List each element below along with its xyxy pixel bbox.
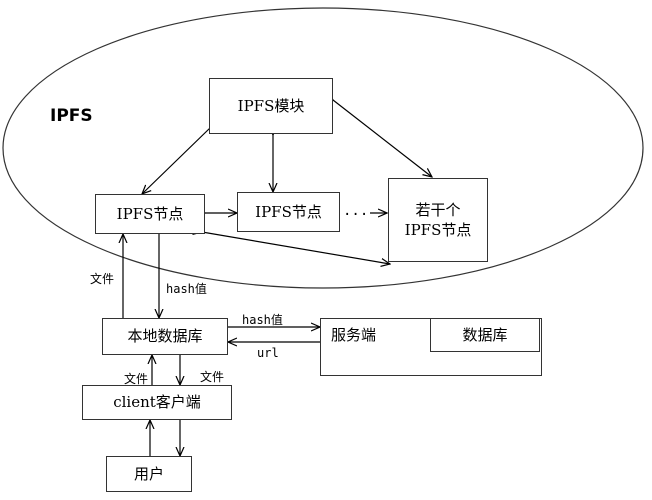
ipfs-node-mid-box: IPFS节点	[237, 192, 340, 232]
edge-module-left-node	[142, 128, 210, 194]
edge-left-multi-nodes	[202, 232, 390, 264]
server-label: 服务端	[331, 326, 377, 344]
database-box: 数据库	[430, 318, 540, 352]
ellipsis-label: ...	[343, 203, 369, 219]
user-box: 用户	[106, 456, 192, 492]
ipfs-region-label: IPFS	[50, 106, 93, 126]
ipfs-nodes-multi-line2: IPFS节点	[404, 221, 472, 239]
edge-label-hash-down: hash值	[166, 282, 207, 296]
ipfs-nodes-multi-line1: 若干个	[415, 200, 461, 219]
ipfs-nodes-multi-box: 若干个 IPFS节点	[388, 178, 488, 262]
edge-label-file-up: 文件	[90, 272, 115, 286]
edge-label-url-back: url	[257, 346, 279, 360]
client-box: client客户端	[82, 385, 232, 420]
edge-module-multi-nodes	[333, 100, 432, 177]
ipfs-network-ellipse	[2, 7, 644, 289]
edge-label-hash-to-server: hash值	[242, 313, 283, 327]
ipfs-module-box: IPFS模块	[209, 78, 333, 134]
local-database-box: 本地数据库	[102, 318, 228, 355]
edge-label-file-client-down: 文件	[200, 370, 225, 384]
ipfs-node-left-box: IPFS节点	[95, 194, 205, 234]
edge-label-file-client-up: 文件	[124, 372, 149, 386]
